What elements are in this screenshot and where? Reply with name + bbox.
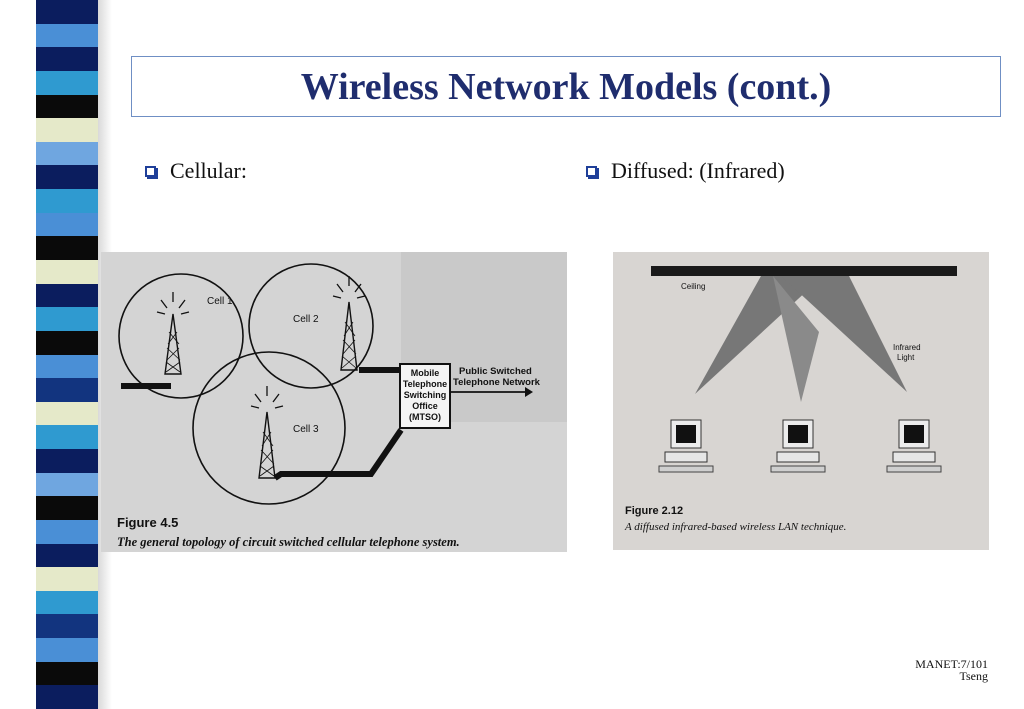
stripe-segment: [36, 236, 98, 261]
bullet-cellular: Cellular:: [145, 158, 247, 184]
stripe-segment: [36, 661, 98, 686]
figure-diffused-infrared: Ceiling Infrared Light Figure 2.12 A dif…: [613, 252, 989, 550]
stripe-segment: [36, 425, 98, 450]
infrared-label-line: Infrared: [893, 343, 921, 352]
bullet-cellular-label: Cellular:: [170, 158, 247, 183]
footer: MANET:7/101 Tseng: [915, 658, 988, 682]
mtso-label-line: Switching: [404, 390, 447, 400]
figure-2-12-number: Figure 2.12: [625, 505, 683, 517]
stripe-segment: [36, 307, 98, 332]
mtso-label-line: Mobile: [411, 368, 440, 378]
stripe-segment: [36, 378, 98, 403]
ceiling-bar: [651, 266, 957, 276]
stripe-segment: [36, 70, 98, 96]
infrared-beam: [773, 276, 819, 402]
stripe-segment: [36, 0, 98, 25]
link-line: [273, 428, 404, 481]
cell-2-label: Cell 2: [293, 314, 319, 325]
infrared-label-line: Light: [897, 353, 915, 362]
stripe-segment: [36, 141, 98, 166]
figure-2-12-caption: A diffused infrared-based wireless LAN t…: [624, 521, 846, 533]
stripe-segment: [36, 189, 98, 214]
stripe-segment: [36, 614, 98, 639]
stripe-segment: [36, 354, 98, 379]
checkbox-bullet-icon: [586, 165, 597, 177]
stripe-segment: [36, 472, 98, 497]
computer-icon: [770, 419, 826, 473]
cell-3-circle: [192, 351, 346, 505]
stripe-segment: [36, 23, 98, 48]
stripe-segment: [36, 638, 98, 663]
ceiling-label: Ceiling: [681, 282, 705, 291]
mtso-label-line: (MTSO): [409, 412, 441, 422]
stripe-segment: [36, 259, 98, 285]
cellular-diagram: Cell 1 Cell 2 Cell 3 Mobile Telephone Sw…: [101, 252, 567, 552]
stripe-segment: [36, 47, 98, 72]
stripe-segment: [36, 283, 98, 308]
stripe-segment: [36, 330, 98, 355]
stripe-segment: [36, 543, 98, 568]
antenna-tower-icon: [156, 292, 190, 375]
decorative-stripe-bar: [36, 0, 98, 709]
stripe-segment: [36, 94, 98, 119]
mtso-label-line: Office: [412, 401, 438, 411]
antenna-tower-icon: [332, 276, 366, 371]
stripe-segment: [36, 401, 98, 426]
computer-icon: [886, 419, 942, 473]
figure-4-5-number: Figure 4.5: [117, 515, 178, 530]
figure-4-5-caption: The general topology of circuit switched…: [117, 535, 460, 549]
cell-1-circle: [118, 273, 244, 399]
cell-3-label: Cell 3: [293, 424, 319, 435]
infrared-diagram: Ceiling Infrared Light Figure 2.12 A dif…: [613, 252, 989, 550]
cell-1-label: Cell 1: [207, 296, 233, 307]
stripe-segment: [36, 496, 98, 521]
cell-2-circle: [248, 263, 374, 389]
checkbox-bullet-icon: [145, 165, 156, 177]
footer-page-ref: MANET:7/101: [915, 657, 988, 671]
antenna-tower-icon: [250, 386, 284, 479]
footer-author: Tseng: [959, 669, 989, 683]
mtso-label-line: Telephone: [403, 379, 447, 389]
slide-title: Wireless Network Models (cont.): [300, 65, 832, 108]
mtso-box: [399, 363, 451, 429]
stripe-segment: [36, 519, 98, 545]
pstn-label-line: Telephone Network: [453, 377, 541, 388]
stripe-segment: [36, 567, 98, 592]
stripe-segment: [36, 212, 98, 237]
bullet-diffused-label: Diffused: (Infrared): [611, 158, 785, 183]
stripe-segment: [36, 118, 98, 143]
title-box: Wireless Network Models (cont.): [131, 56, 1001, 117]
stripe-segment: [36, 685, 98, 709]
infrared-beam: [781, 276, 907, 392]
stripe-segment: [36, 590, 98, 615]
pstn-label-line: Public Switched: [459, 366, 532, 377]
stripe-segment: [36, 449, 98, 474]
arrow-head-icon: [525, 387, 533, 397]
bullet-diffused: Diffused: (Infrared): [586, 158, 785, 184]
stripe-segment: [36, 165, 98, 190]
computer-icon: [658, 419, 714, 473]
figure-cellular-topology: Cell 1 Cell 2 Cell 3 Mobile Telephone Sw…: [101, 252, 567, 552]
